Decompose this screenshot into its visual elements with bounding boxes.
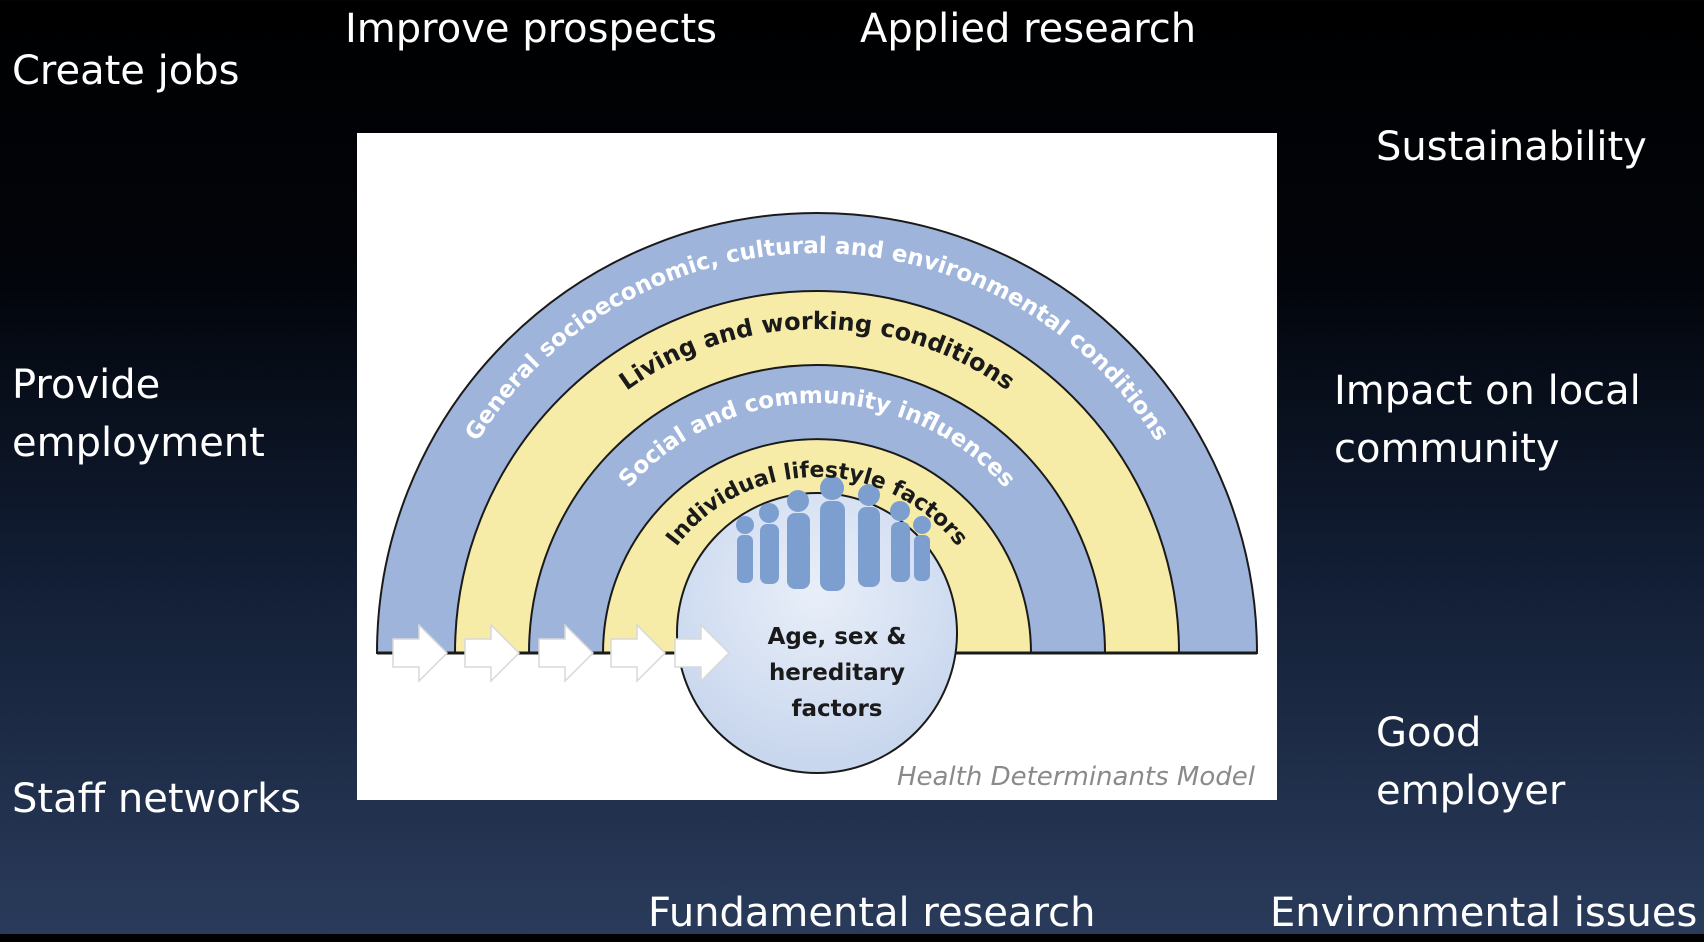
label-provide-employment: Provide employment [12, 356, 265, 472]
label-applied-research: Applied research [860, 6, 1197, 52]
health-determinants-diagram: General socioeconomic, cultural and envi… [357, 133, 1277, 800]
label-provide-employment-line1: Provide [12, 362, 161, 408]
arrow-icon [538, 623, 595, 683]
label-impact-line1: Impact on local [1334, 368, 1641, 414]
label-create-jobs: Create jobs [12, 48, 240, 94]
arrow-icons [392, 623, 731, 683]
label-provide-employment-line2: employment [12, 420, 265, 466]
core-label-line3: factors [792, 696, 883, 722]
label-improve-prospects: Improve prospects [345, 6, 717, 52]
arrow-icon [464, 623, 521, 683]
core-label-line1: Age, sex & [768, 624, 907, 650]
label-sustainability: Sustainability [1376, 124, 1647, 170]
rainbow-diagram-svg: General socioeconomic, cultural and envi… [375, 212, 1259, 774]
label-good-employer-line1: Good [1376, 710, 1482, 756]
core-label-line2: hereditary [769, 660, 905, 686]
label-good-employer-line2: employer [1376, 768, 1566, 814]
label-impact-on-local-community: Impact on local community [1334, 362, 1641, 478]
label-good-employer: Good employer [1376, 704, 1565, 820]
label-impact-line2: community [1334, 426, 1560, 472]
label-fundamental-research: Fundamental research [648, 890, 1096, 936]
arrow-icon [610, 623, 667, 683]
label-staff-networks: Staff networks [12, 776, 302, 822]
arrow-icon [392, 623, 449, 683]
arrow-icon [674, 623, 731, 683]
diagram-caption: Health Determinants Model [896, 762, 1255, 792]
people-silhouette-icon [736, 476, 931, 591]
label-environmental-issues: Environmental issues [1270, 890, 1698, 936]
